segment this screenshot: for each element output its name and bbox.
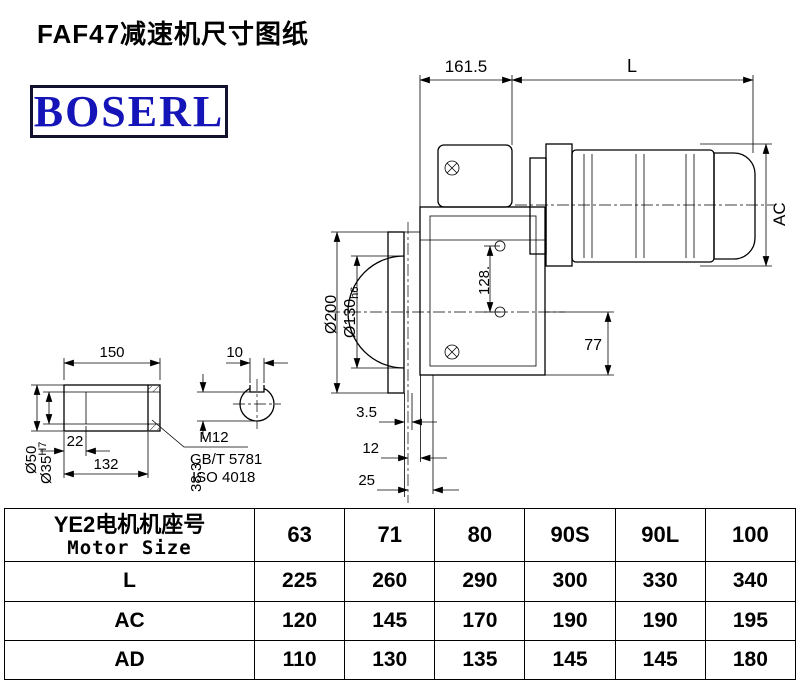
dim-132: 132: [93, 456, 118, 473]
table-cell: 170: [434, 600, 526, 641]
table-cell: 190: [614, 600, 706, 641]
row-label-AC: AC: [4, 600, 255, 641]
note-std-gbt: GB/T 5781: [190, 451, 262, 468]
size-col-90l: 90L: [614, 507, 706, 563]
dim-spigot-dia: Ø130h6: [342, 287, 361, 338]
dim-spigot-tol: h6: [349, 287, 361, 299]
table-cell: 195: [704, 600, 797, 641]
table-cell: 300: [524, 561, 616, 602]
note-std-iso: ISO 4018: [192, 469, 255, 486]
header-label-zh: YE2电机机座号: [53, 511, 206, 537]
gearbox-view: [347, 144, 546, 497]
table-cell: 260: [344, 561, 436, 602]
dimension-lines: [33, 76, 770, 494]
motor-size-header-cell: YE2电机机座号 Motor Size: [4, 507, 255, 563]
dim-10: 10: [226, 344, 243, 361]
dim-77: 77: [584, 337, 602, 354]
dim-161-5: 161.5: [445, 57, 488, 76]
dim-bore: Ø35H7: [37, 442, 55, 484]
table-cell: 330: [614, 561, 706, 602]
dim-L: L: [627, 56, 637, 76]
hollow-shaft-detail: [63, 384, 161, 432]
size-col-100: 100: [704, 507, 797, 563]
table-cell: 225: [253, 561, 346, 602]
page-title: FAF47减速机尺寸图纸: [37, 19, 310, 49]
table-cell: 190: [524, 600, 616, 641]
table-cell: 145: [344, 600, 436, 641]
table-cell: 290: [434, 561, 526, 602]
table-cell: 340: [704, 561, 797, 602]
dim-shaft-od: Ø50: [23, 446, 40, 474]
table-cell: 180: [704, 639, 797, 681]
technical-drawing: 161.5 L AC Ø200 Ø130h6 128. 77 3.5 12 25…: [23, 56, 789, 503]
bolt-symbol: [444, 160, 460, 176]
size-col-80: 80: [434, 507, 526, 563]
logo-text: BOSERL: [33, 86, 225, 136]
dim-22: 22: [67, 433, 84, 450]
dimension-labels: 161.5 L AC Ø200 Ø130h6 128. 77 3.5 12 25…: [23, 56, 789, 492]
flange-arc: [347, 255, 405, 369]
dim-AC: AC: [770, 202, 789, 226]
fan-cover: [713, 152, 756, 260]
row-label-L: L: [4, 561, 255, 602]
header-label-en: Motor Size: [67, 536, 192, 559]
row-label-AD: AD: [4, 639, 255, 681]
dim-spigot-base: Ø130: [342, 299, 359, 338]
size-col-71: 71: [344, 507, 436, 563]
dim-25: 25: [358, 472, 375, 489]
bolt-symbol: [444, 344, 460, 360]
leader-line: [151, 419, 248, 448]
dim-128: 128.: [476, 266, 493, 295]
size-col-90s: 90S: [524, 507, 616, 563]
dim-38-3: 38.3: [188, 463, 205, 492]
motor-size-table: YE2电机机座号 Motor Size 63 71 80 90S 90L 100…: [4, 507, 797, 681]
dim-bore-tol: H7: [37, 442, 49, 456]
table-row-AD: AD 110 130 135 145 145 180: [4, 639, 797, 681]
table-cell: 110: [253, 639, 346, 681]
dim-3-5: 3.5: [356, 404, 377, 421]
dim-12: 12: [362, 440, 379, 457]
extension-lines: [31, 75, 772, 478]
motor-view: [529, 143, 756, 267]
note-thread: M12: [199, 429, 228, 446]
table-cell: 135: [434, 639, 526, 681]
table-row-AC: AC 120 145 170 190 190 195: [4, 600, 797, 641]
dim-150: 150: [99, 344, 124, 361]
dim-bore-base: Ø35: [38, 456, 55, 484]
table-cell: 130: [344, 639, 436, 681]
logo-box: BOSERL: [30, 85, 228, 138]
table-row-L: L 225 260 290 300 330 340: [4, 561, 797, 602]
table-header-row: YE2电机机座号 Motor Size 63 71 80 90S 90L 100: [4, 507, 797, 563]
table-cell: 145: [614, 639, 706, 681]
keyway-slot: [249, 385, 265, 393]
dim-flange-dia: Ø200: [323, 295, 340, 334]
table-cell: 145: [524, 639, 616, 681]
table-cell: 120: [253, 600, 346, 641]
size-col-63: 63: [253, 507, 346, 563]
